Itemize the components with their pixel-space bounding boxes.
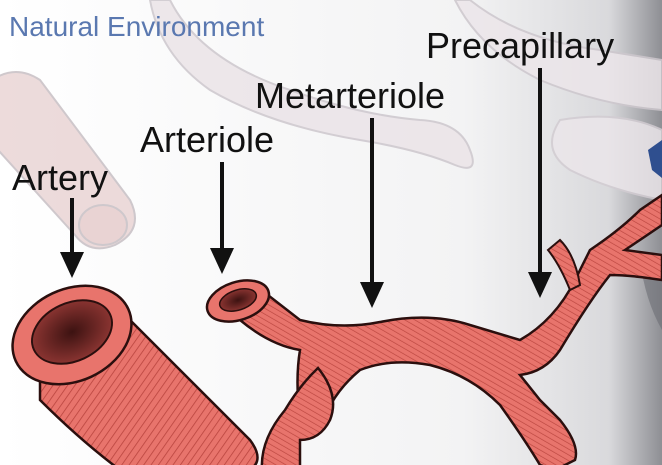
faded-vessel-left-end xyxy=(79,205,127,245)
label-artery: Artery xyxy=(12,157,108,198)
label-arteriole: Arteriole xyxy=(140,119,274,160)
label-precapillary: Precapillary xyxy=(426,25,614,66)
label-metarteriole: Metarteriole xyxy=(255,75,445,116)
diagram-title: Natural Environment xyxy=(9,11,264,42)
